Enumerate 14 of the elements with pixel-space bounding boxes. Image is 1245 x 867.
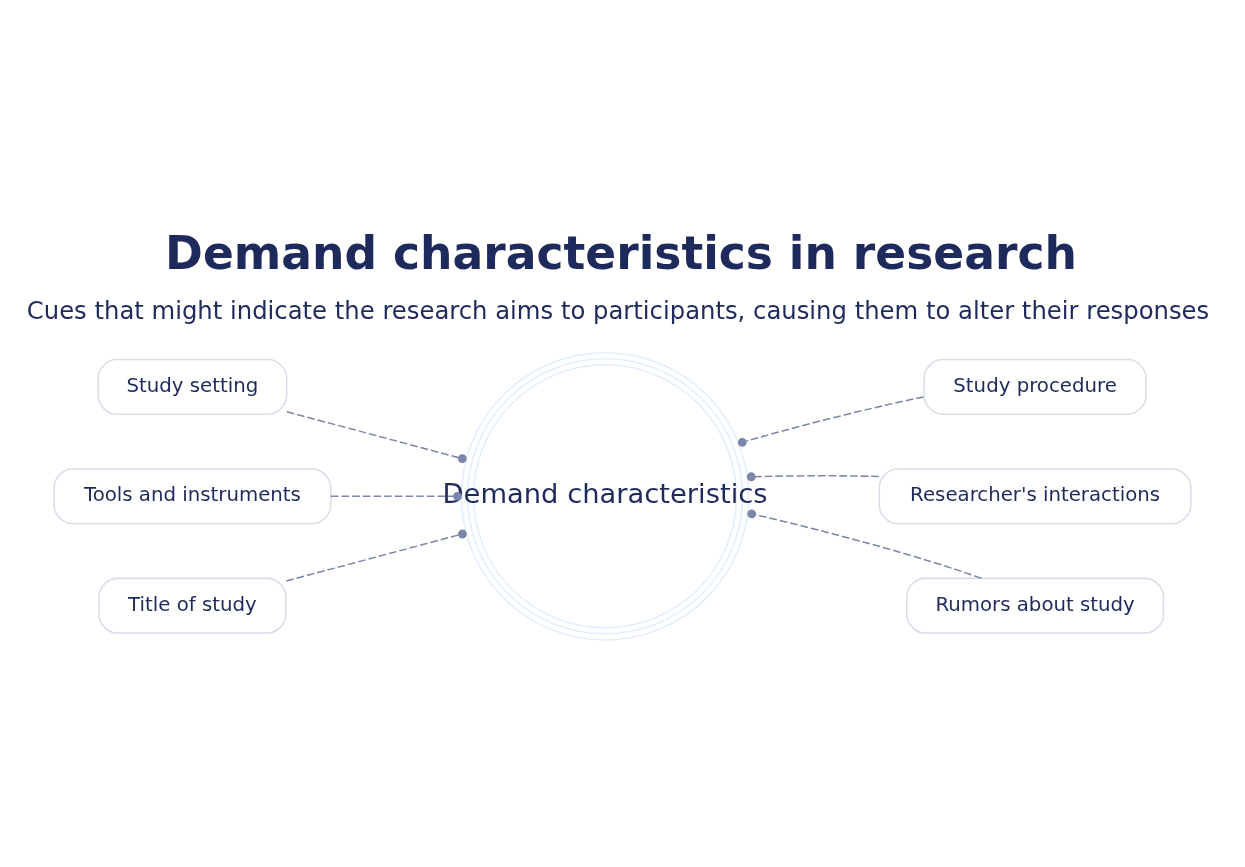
connector xyxy=(330,491,462,501)
node-box: Tools and instruments xyxy=(53,467,332,524)
node-box: Rumors about study xyxy=(905,577,1165,634)
connector xyxy=(285,529,467,582)
caption: Cues that might indicate the research aims to participants, causing them to alter their responses xyxy=(26,295,1210,325)
connector xyxy=(286,410,467,463)
diagram-title: Demand characteristics in research xyxy=(165,226,1077,280)
node-box: Researcher's interactions xyxy=(878,467,1192,524)
connector xyxy=(747,509,983,579)
node-box: Study setting xyxy=(97,358,288,415)
node-box: Study procedure xyxy=(923,358,1147,415)
connector xyxy=(737,395,925,447)
connector xyxy=(746,471,880,481)
node-box: Title of study xyxy=(98,577,287,634)
